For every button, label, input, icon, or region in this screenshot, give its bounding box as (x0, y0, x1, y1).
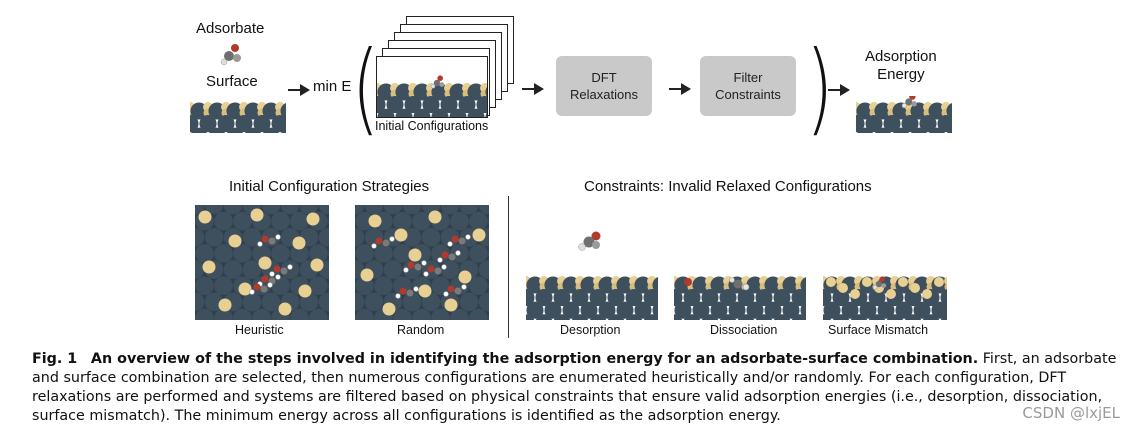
random-topview (355, 205, 489, 320)
caption-fig-number: Fig. 1 (32, 351, 78, 367)
strategies-title: Initial Configuration Strategies (229, 178, 430, 195)
config-card-front (376, 56, 488, 118)
adsorbate-label: Adsorbate (196, 20, 265, 37)
arrow-to-dft (522, 83, 544, 95)
caption-title: An overview of the steps involved in ide… (90, 351, 979, 367)
heuristic-label: Heuristic (235, 323, 284, 337)
left-paren: ( (351, 29, 380, 146)
dft-relaxations-box: DFT Relaxations (556, 56, 652, 116)
desorption-slab (526, 276, 658, 320)
mismatch-slab (823, 276, 947, 320)
surface-slab (190, 102, 286, 133)
arrow-to-min-e (288, 84, 310, 96)
caption-body: First, an adsorbate and surface combinat… (32, 351, 1117, 424)
initial-configurations-label: Initial Configurations (375, 119, 489, 133)
desorption-molecule (578, 231, 601, 251)
filter-constraints-box: Filter Constraints (700, 56, 796, 116)
surface-label: Surface (206, 73, 258, 90)
figure-caption: Fig. 1 An overview of the steps involved… (32, 350, 1122, 426)
min-e-label: min E (313, 78, 352, 95)
config-card-slab (377, 75, 487, 117)
arrow-to-filter (669, 83, 691, 95)
constraints-title: Constraints: Invalid Relaxed Configurati… (584, 178, 872, 195)
right-paren: ) (805, 29, 834, 146)
adsorbate-molecule (220, 44, 241, 66)
dissociation-label: Dissociation (710, 323, 778, 337)
watermark: CSDN @lxjEL (1022, 404, 1120, 422)
heuristic-topview (195, 205, 329, 320)
arrow-to-energy (828, 84, 850, 96)
adsorption-energy-label: Adsorption Energy (865, 48, 937, 83)
desorption-label: Desorption (560, 323, 621, 337)
section-divider (508, 196, 509, 338)
adsorption-energy-slab (856, 96, 952, 133)
random-label: Random (397, 323, 445, 337)
surface-mismatch-label: Surface Mismatch (828, 323, 929, 337)
dissociation-slab (674, 276, 806, 320)
